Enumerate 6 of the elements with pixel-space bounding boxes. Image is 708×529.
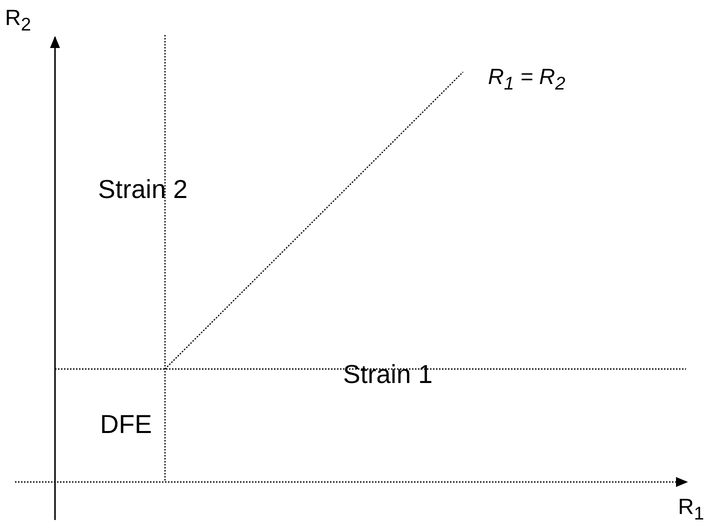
axis-label: R$_{2}$ — [5, 7, 32, 34]
line-label: R$_{1}$ = R$_{2}$ — [488, 66, 566, 93]
region-label: Strain 1 — [343, 361, 433, 387]
region-label: DFE — [100, 411, 152, 437]
region-label: Strain 2 — [98, 176, 188, 202]
axis-label: R$_{1}$ — [678, 496, 704, 523]
